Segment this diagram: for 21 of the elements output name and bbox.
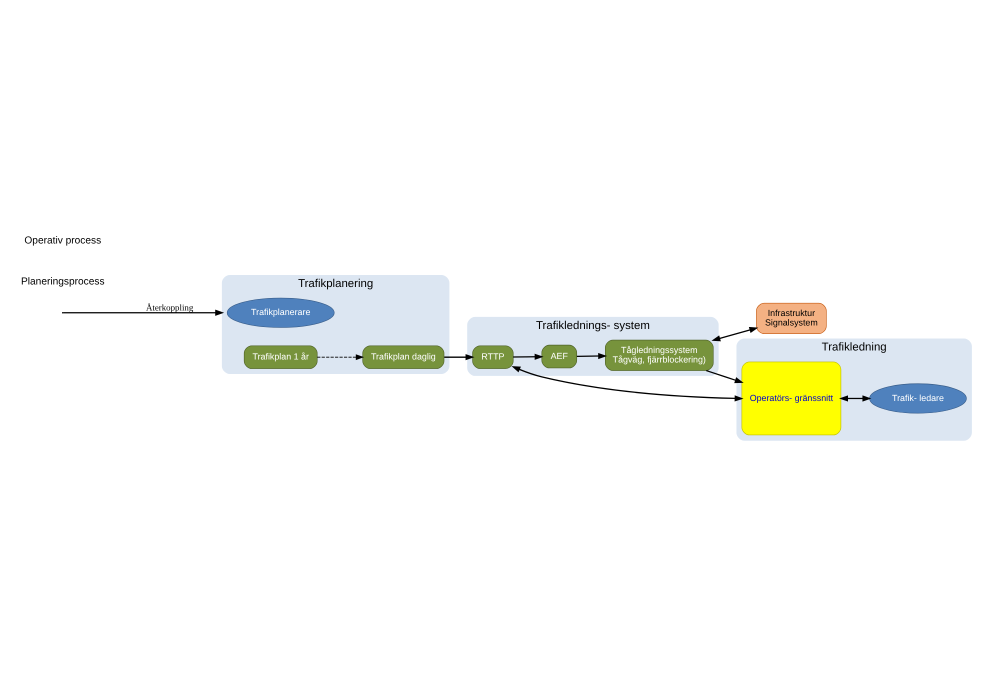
node-box: Trafikplan 1 år: [244, 344, 318, 368]
node-box: Infrastruktur Signalsystem: [756, 302, 827, 334]
label: Operativ process: [24, 234, 102, 246]
node-box: RTTP: [472, 344, 514, 368]
arrow: [706, 369, 744, 383]
node-ellipse: Trafikplanerare: [226, 297, 335, 328]
arrow: [711, 326, 758, 341]
edge-label: Återkoppling: [146, 302, 194, 312]
arrow: [444, 354, 474, 360]
node-ellipse: Trafik- ledare: [869, 382, 967, 413]
arrow: [576, 352, 608, 359]
node-box: Tågledningssystem Tågväg, fjärrblockering): [605, 339, 714, 370]
arrow: [316, 354, 364, 360]
arrow: [513, 353, 544, 360]
label: Planeringsprocess: [21, 276, 105, 288]
node-box: Operatörs- gränssnitt: [742, 361, 842, 435]
node-box: AEF: [541, 344, 578, 368]
arrow: [63, 309, 224, 316]
node-box: Trafikplan daglig: [362, 344, 444, 368]
arrow: [839, 394, 872, 402]
arrow: [512, 366, 744, 401]
